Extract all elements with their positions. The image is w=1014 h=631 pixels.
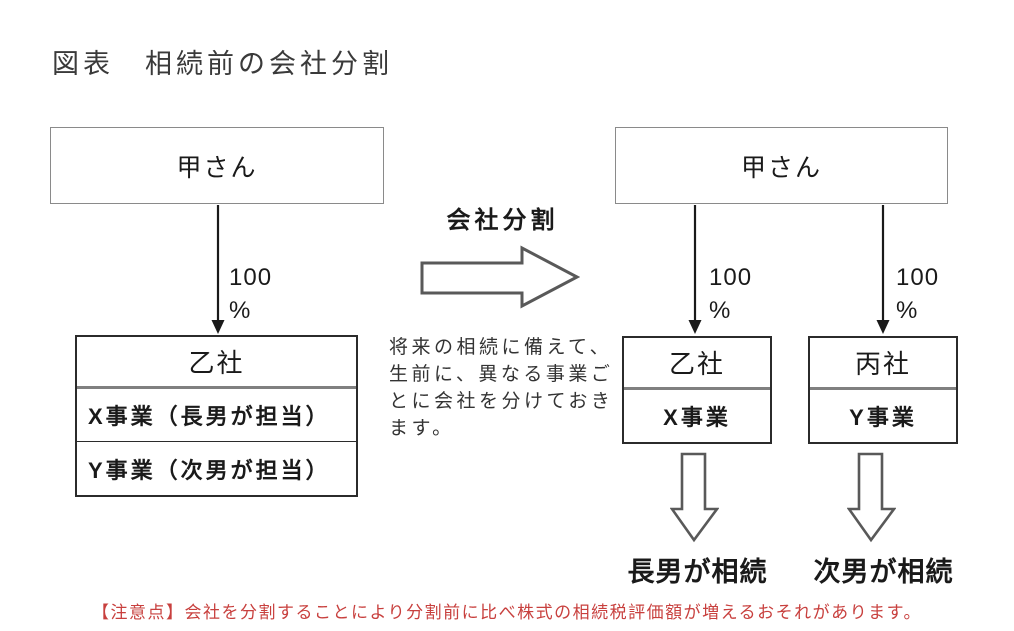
after-owner-label: 甲さん bbox=[740, 153, 822, 182]
after-company-2-name: 丙社 bbox=[810, 338, 956, 390]
page-title: 図表 相続前の会社分割 bbox=[52, 49, 393, 79]
after-ownership-percent-2: 100 % bbox=[896, 261, 939, 327]
after-company-2-business: Y事業 bbox=[849, 405, 917, 430]
caution-note: 【注意点】会社を分割することにより分割前に比べ株式の相続税評価額が増えるおそれが… bbox=[92, 603, 922, 622]
after-company-table-1: 乙社 X事業 bbox=[622, 336, 772, 444]
percent-unit: % bbox=[709, 297, 732, 324]
before-business-x: X事業（長男が担当） bbox=[77, 389, 356, 442]
split-right-arrow-icon bbox=[420, 245, 580, 309]
before-ownership-arrow-icon bbox=[211, 205, 225, 334]
before-ownership-percent: 100 % bbox=[229, 261, 272, 327]
percent-value: 100 bbox=[709, 264, 753, 291]
before-business-y: Y事業（次男が担当） bbox=[88, 457, 331, 483]
percent-value: 100 bbox=[229, 264, 273, 291]
after-company-1-name: 乙社 bbox=[624, 338, 770, 390]
inheritor-label-2: 次男が相続 bbox=[813, 557, 954, 587]
after-company-table-2: 丙社 Y事業 bbox=[808, 336, 958, 444]
before-owner-label: 甲さん bbox=[176, 153, 258, 182]
percent-unit: % bbox=[896, 297, 919, 324]
split-description: 将来の相続に備えて、 生前に、異なる事業ご とに会社を分けておき ます。 bbox=[389, 337, 614, 439]
before-owner-box: 甲さん bbox=[50, 127, 384, 204]
percent-value: 100 bbox=[896, 264, 940, 291]
inherit-arrow-1-icon bbox=[670, 452, 719, 543]
inherit-arrow-2-icon bbox=[847, 452, 896, 543]
after-ownership-arrow-2-icon bbox=[876, 205, 890, 334]
after-ownership-arrow-1-icon bbox=[688, 205, 702, 334]
percent-unit: % bbox=[229, 297, 252, 324]
split-label: 会社分割 bbox=[446, 207, 559, 234]
inheritor-label-1: 長男が相続 bbox=[627, 557, 768, 587]
before-company-table: 乙社 X事業（長男が担当） Y事業（次男が担当） bbox=[75, 335, 358, 497]
before-company-name: 乙社 bbox=[77, 337, 356, 389]
after-ownership-percent-1: 100 % bbox=[709, 261, 752, 327]
after-company-1-business: X事業 bbox=[663, 405, 731, 430]
after-owner-box: 甲さん bbox=[615, 127, 948, 204]
